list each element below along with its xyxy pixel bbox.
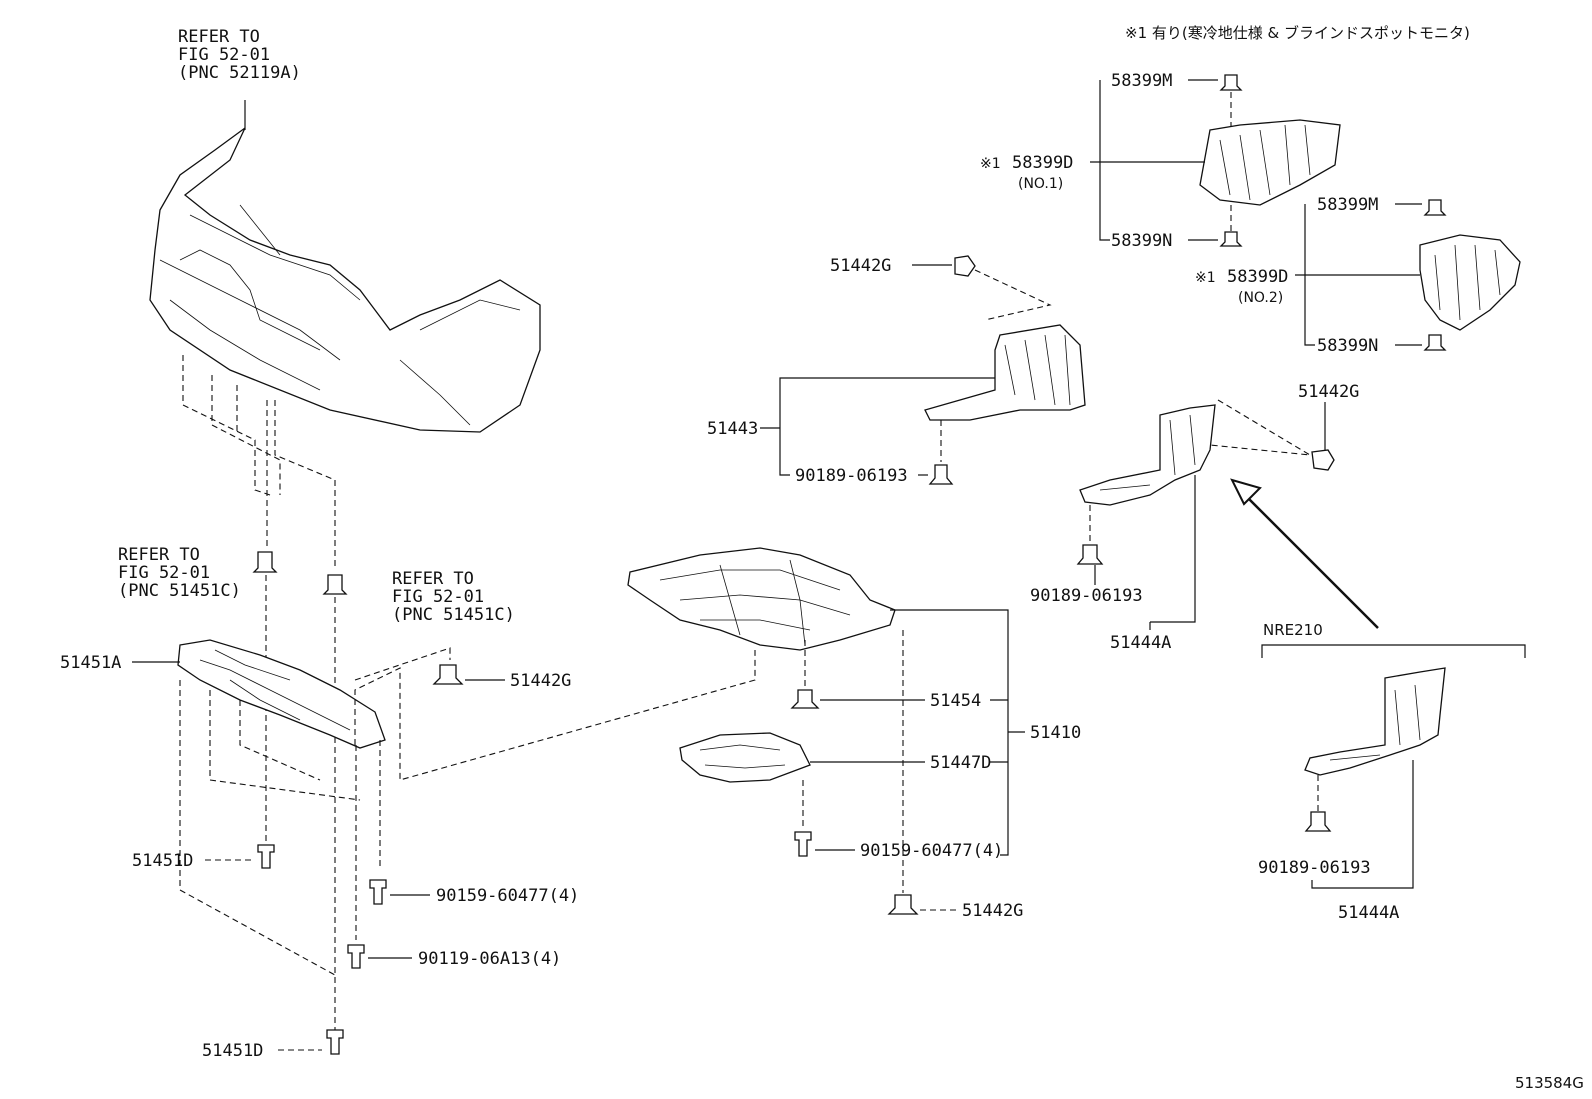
- part-58399M-a: 58399M: [1111, 71, 1243, 130]
- part-90189-a: 90189-06193: [795, 420, 954, 486]
- label-58399N-a: 58399N: [1111, 231, 1172, 251]
- part-58399D-a: ※1 58399D (NO.1): [980, 80, 1341, 241]
- bumper-reference-label: REFER TO FIG 52-01 (PNC 52119A): [178, 27, 301, 83]
- ref-clip-left-line-3: (PNC 51451C): [118, 581, 241, 601]
- mark-58399D-b: ※1: [1195, 270, 1216, 286]
- part-58399N-b: 58399N: [1317, 334, 1447, 356]
- label-58399M-a: 58399M: [1111, 71, 1172, 91]
- spec-note: ※1 有り(寒冷地仕様 & ブラインドスポットモニタ): [1125, 24, 1470, 42]
- ref-clip-right-line-3: (PNC 51451C): [392, 605, 515, 625]
- ref-clip-right-line-1: REFER TO: [392, 569, 474, 589]
- label-51447D: 51447D: [930, 753, 991, 773]
- part-51443: 51443: [707, 324, 1086, 476]
- part-90159-right: 90159-60477(4): [794, 780, 1003, 861]
- part-58399N-a: 58399N: [1111, 231, 1243, 251]
- part-51442G-top: 51442G: [830, 255, 1052, 321]
- sub-58399D-b: (NO.2): [1238, 290, 1283, 306]
- label-51451A: 51451A: [60, 653, 121, 673]
- label-58399N-b: 58399N: [1317, 336, 1378, 356]
- label-51444A-a: 51444A: [1110, 633, 1171, 653]
- part-51454: 51454: [790, 640, 981, 711]
- ref-clip-left-label: REFER TO FIG 52-01 (PNC 51451C): [118, 545, 241, 601]
- part-51442G-mid: 51442G: [432, 664, 571, 691]
- ref-clip-right-line-2: FIG 52-01: [392, 587, 484, 607]
- ref-clip-left-line-2: FIG 52-01: [118, 563, 210, 583]
- bracket-51410: 51410: [890, 609, 1081, 856]
- part-58399D-b: ※1 58399D (NO.2): [1195, 204, 1521, 346]
- label-90189-c: 90189-06193: [1258, 858, 1371, 878]
- label-51454: 51454: [930, 691, 981, 711]
- label-58399M-b: 58399M: [1317, 195, 1378, 215]
- nre210-group: NRE210 90189-06193 51444A: [1258, 621, 1526, 923]
- engine-under-cover: [627, 547, 896, 651]
- label-51442G-right: 51442G: [1298, 382, 1359, 402]
- sub-58399D-a: (NO.1): [1018, 176, 1063, 192]
- part-51442G-bottom: 51442G: [887, 630, 1023, 921]
- label-51451D-b: 51451D: [202, 1041, 263, 1061]
- label-nre210: NRE210: [1263, 621, 1323, 639]
- bumper-projection-lines: [182, 355, 336, 570]
- ref-bumper-line-1: REFER TO: [178, 27, 260, 47]
- label-90189-b: 90189-06193: [1030, 586, 1143, 606]
- label-51443: 51443: [707, 419, 758, 439]
- label-90189-a: 90189-06193: [795, 466, 908, 486]
- mark-58399D-a: ※1: [980, 156, 1001, 172]
- figure-id: 513584G: [1515, 1074, 1584, 1092]
- label-58399D-a: 58399D: [1012, 153, 1073, 173]
- clip-right: [322, 574, 348, 1030]
- part-58399M-b: 58399M: [1317, 195, 1447, 216]
- label-51442G-mid: 51442G: [510, 671, 571, 691]
- label-51442G-top: 51442G: [830, 256, 891, 276]
- label-51410: 51410: [1030, 723, 1081, 743]
- ref-bumper-line-2: FIG 52-01: [178, 45, 270, 65]
- part-90119: 90119-06A13(4): [347, 944, 561, 969]
- label-51442G-bottom: 51442G: [962, 901, 1023, 921]
- part-90189-b: 90189-06193 51444A: [1030, 544, 1171, 653]
- part-51447D: 51447D: [679, 732, 991, 783]
- part-51451A: 51451A: [60, 639, 386, 749]
- label-51451D-a: 51451D: [132, 851, 193, 871]
- label-58399D-b: 58399D: [1227, 267, 1288, 287]
- arrow-indicator: [1230, 478, 1379, 629]
- label-51444A-b: 51444A: [1338, 903, 1399, 923]
- part-51451D-a: 51451D: [132, 844, 275, 871]
- panel-projection-lines: [179, 647, 756, 976]
- part-51442G-right: 51442G: [1209, 382, 1359, 471]
- part-51451D-b: 51451D: [202, 1029, 344, 1061]
- label-90159-left: 90159-60477(4): [436, 886, 579, 906]
- part-90159-left: 90159-60477(4): [369, 879, 579, 906]
- label-90119: 90119-06A13(4): [418, 949, 561, 969]
- front-bumper-cover: [149, 100, 541, 433]
- ref-clip-left-line-1: REFER TO: [118, 545, 200, 565]
- ref-bumper-line-3: (PNC 52119A): [178, 63, 301, 83]
- label-90159-right: 90159-60477(4): [860, 841, 1003, 861]
- ref-clip-right-label: REFER TO FIG 52-01 (PNC 51451C): [392, 569, 515, 625]
- part-51444A-a: [1079, 404, 1216, 623]
